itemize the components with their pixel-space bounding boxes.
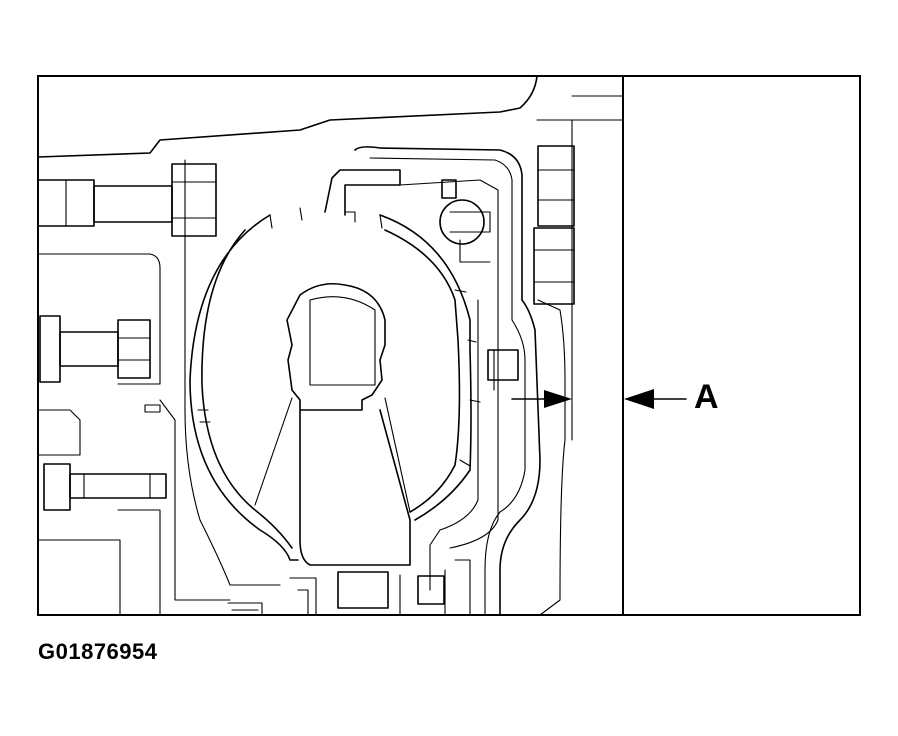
housing-inner-channel xyxy=(184,159,281,586)
bolt-upper-left xyxy=(37,163,217,237)
diagram-frame xyxy=(37,75,861,616)
bolt-stack-right xyxy=(533,145,575,305)
callout-arrowhead xyxy=(624,389,654,409)
accumulator-right-outer xyxy=(379,214,472,521)
bolt-lower-left xyxy=(43,463,167,511)
sensor-connector xyxy=(439,179,491,263)
right-passage-outer xyxy=(499,299,541,616)
fitting-right xyxy=(487,349,519,381)
case-outline-top xyxy=(37,75,538,158)
servo-piston-inner xyxy=(309,296,376,386)
callout-label-a: A xyxy=(694,378,719,416)
servo-piston xyxy=(286,282,386,411)
upper-channel-inner xyxy=(369,157,513,301)
servo-rod-taper xyxy=(254,397,411,513)
right-passage-mid xyxy=(429,299,499,591)
bottom-components xyxy=(227,559,471,616)
figure-id-label: G01876954 xyxy=(38,639,158,664)
measurement-arrowhead xyxy=(544,390,572,408)
accumulator-inner xyxy=(201,229,293,549)
accumulator-outer xyxy=(189,214,299,561)
right-passage-inner xyxy=(484,289,526,616)
bolt-mid-left xyxy=(39,315,151,383)
case-step-line xyxy=(536,95,624,121)
right-case-wall xyxy=(537,119,573,616)
servo-rod xyxy=(299,409,411,566)
upper-valve-channel xyxy=(324,146,523,301)
housing-left-lines xyxy=(37,253,231,616)
oval-tabs xyxy=(197,207,481,467)
accumulator-right-inner xyxy=(384,229,461,513)
